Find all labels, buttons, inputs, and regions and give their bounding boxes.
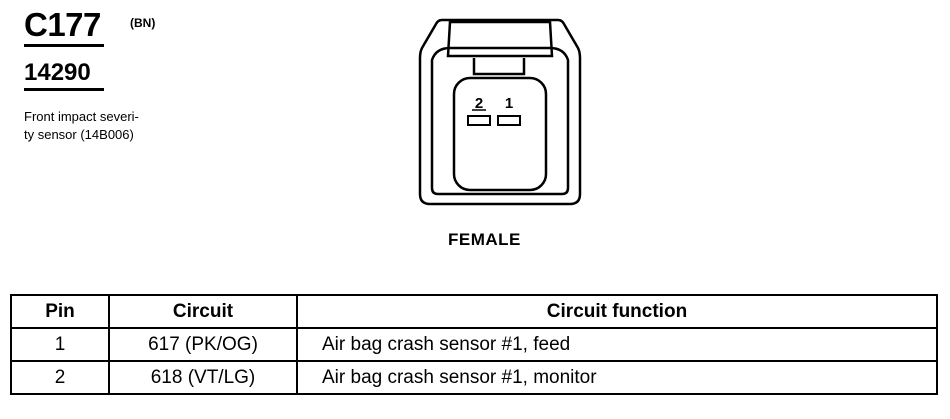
connector-description: Front impact severi- ty sensor (14B006) [24,108,199,144]
cell-pin: 2 [10,360,110,395]
color-code: (BN) [130,16,156,30]
header-circuit-function: Circuit function [296,294,938,329]
cell-function: Air bag crash sensor #1, feed [296,327,938,362]
title-rule-bottom [24,88,104,91]
cell-circuit: 617 (PK/OG) [108,327,298,362]
description-line-1: Front impact severi- [24,109,139,124]
connector-latch [446,20,554,58]
part-number: 14290 [24,59,91,86]
table-row: 2 618 (VT/LG) Air bag crash sensor #1, m… [10,360,938,395]
title-rule-top [24,44,104,47]
connector-inner-shell [430,46,570,196]
connector-face-diagram: 2 1 [418,18,582,206]
description-line-2: ty sensor (14B006) [24,127,134,142]
pin-cavity-block [452,76,548,192]
connector-gender-label: FEMALE [448,230,521,249]
connector-outer-housing [418,18,582,206]
header-pin: Pin [10,294,110,329]
connector-id: C177 [24,6,101,43]
pin-label-2: 2 [475,95,483,112]
cell-pin: 1 [10,327,110,362]
latch-slot [472,58,526,76]
pin-label-1: 1 [505,95,513,112]
pin-2-terminal [467,115,491,126]
pin-table-header-row: Pin Circuit Circuit function [10,294,938,329]
header-circuit: Circuit [108,294,298,329]
cell-circuit: 618 (VT/LG) [108,360,298,395]
pin-1-terminal [497,115,521,126]
table-row: 1 617 (PK/OG) Air bag crash sensor #1, f… [10,327,938,362]
pin-table: Pin Circuit Circuit function 1 617 (PK/O… [10,294,938,395]
cell-function: Air bag crash sensor #1, monitor [296,360,938,395]
